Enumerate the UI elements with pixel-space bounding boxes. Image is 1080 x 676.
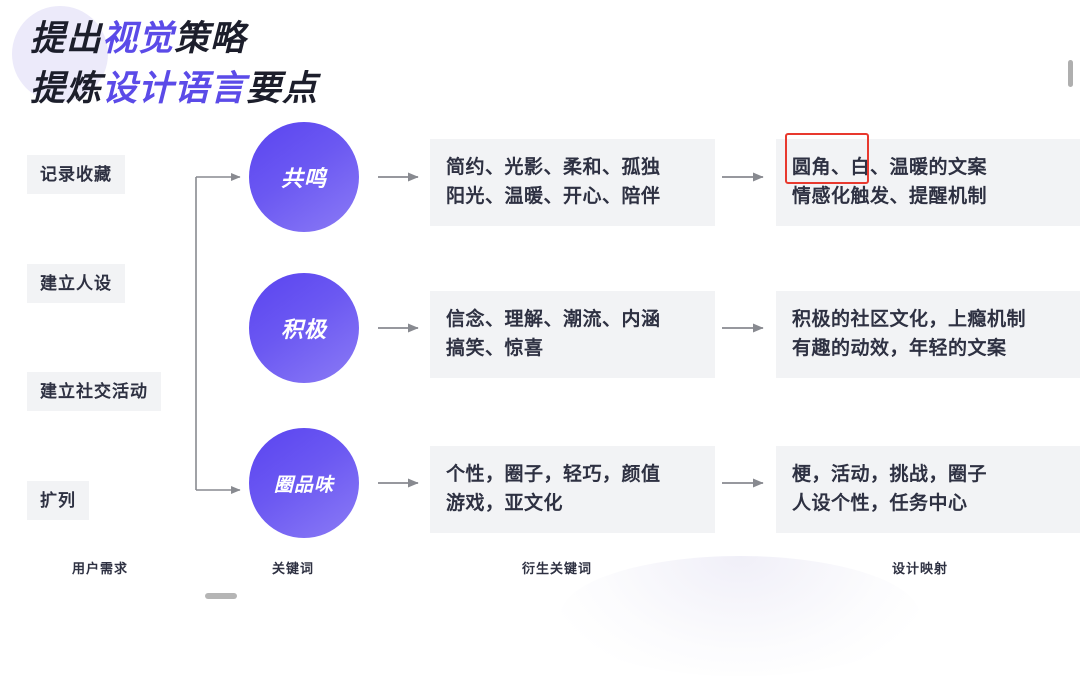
keyword-circle-2[interactable]: 圈品味 bbox=[249, 428, 359, 538]
decorative-circle-top-left bbox=[12, 6, 108, 102]
title-line-2-pre: 提炼 bbox=[30, 68, 103, 108]
need-chip-3[interactable]: 扩列 bbox=[27, 481, 89, 521]
title-line-2-post: 要点 bbox=[246, 68, 319, 108]
title-line-1: 提出视觉策略 bbox=[30, 14, 318, 64]
strategy-flow-diagram: 记录收藏 建立人设 建立社交活动 扩列 共鸣 积极 圈品味 简约、光影、柔和、孤… bbox=[27, 122, 1080, 576]
title-line-1-accent: 视觉 bbox=[102, 19, 175, 58]
derived-panel-1[interactable]: 信念、理解、潮流、内涵 搞笑、惊喜 bbox=[430, 291, 715, 378]
need-chip-1[interactable]: 建立人设 bbox=[27, 264, 125, 304]
column-caption-1: 关键词 bbox=[271, 561, 315, 576]
home-indicator bbox=[205, 593, 237, 599]
page-title: 提出视觉策略 提炼设计语言要点 bbox=[30, 14, 318, 113]
derived-panel-0[interactable]: 简约、光影、柔和、孤独 阳光、温暖、开心、陪伴 bbox=[430, 139, 715, 226]
derived-panel-2[interactable]: 个性，圈子，轻巧，颜值 游戏，亚文化 bbox=[430, 446, 715, 533]
column-caption-2: 衍生关键词 bbox=[521, 561, 593, 576]
mapping-panel-2[interactable]: 梗，活动，挑战，圈子 人设个性，任务中心 bbox=[776, 446, 1080, 533]
title-line-1-post: 策略 bbox=[174, 19, 247, 58]
title-line-2-accent: 设计语言 bbox=[102, 68, 247, 108]
mapping-panel-1[interactable]: 积极的社区文化，上瘾机制 有趣的动效，年轻的文案 bbox=[776, 291, 1080, 378]
keyword-circle-1[interactable]: 积极 bbox=[249, 273, 359, 383]
need-chip-2[interactable]: 建立社交活动 bbox=[27, 372, 161, 412]
need-chip-0[interactable]: 记录收藏 bbox=[27, 155, 125, 195]
vertical-scrollbar-thumb[interactable] bbox=[1068, 60, 1073, 87]
highlight-box-rounded-corner bbox=[785, 133, 869, 184]
column-caption-3: 设计映射 bbox=[891, 561, 949, 576]
column-caption-0: 用户需求 bbox=[71, 561, 129, 576]
title-line-2: 提炼设计语言要点 bbox=[30, 64, 318, 114]
keyword-circle-0[interactable]: 共鸣 bbox=[249, 122, 359, 232]
title-line-1-pre: 提出 bbox=[30, 19, 103, 58]
